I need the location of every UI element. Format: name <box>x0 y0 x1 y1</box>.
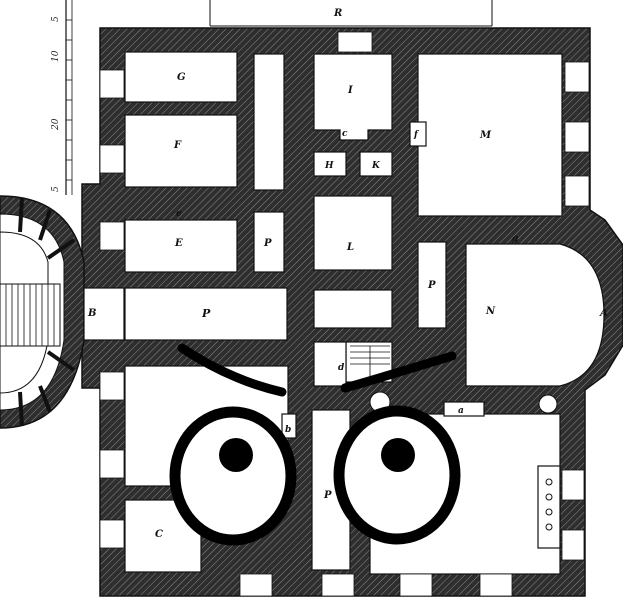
stove-panel <box>537 465 561 549</box>
room-h <box>313 151 347 177</box>
room-g <box>124 51 238 103</box>
room-p-north <box>253 211 285 273</box>
label-n: N <box>485 306 496 317</box>
label-e-small: e <box>176 209 182 219</box>
room-b <box>281 413 297 439</box>
label-a-small: a <box>458 406 464 416</box>
room-e <box>124 219 238 273</box>
room-labels: R G I M F c f H K e g E P L P N A B P d … <box>87 8 608 540</box>
label-p-main: P <box>201 307 211 320</box>
scale-label-3: 20 <box>51 118 61 131</box>
staircase <box>350 345 390 380</box>
windows <box>99 31 590 597</box>
room-f <box>124 114 238 188</box>
label-p-east: P <box>427 280 436 291</box>
label-c-upper: c <box>342 129 348 139</box>
label-m: M <box>479 130 492 141</box>
label-b-upper: B <box>87 308 96 319</box>
room-p-east <box>417 241 447 329</box>
corridor-north <box>253 53 285 191</box>
room-n <box>465 243 605 387</box>
label-a-upper: A <box>599 308 608 319</box>
room-d <box>313 341 347 387</box>
right-eye <box>333 405 461 545</box>
room-a <box>443 401 485 417</box>
label-k: K <box>371 161 381 171</box>
main-hall-p <box>124 287 288 341</box>
label-l: L <box>346 242 354 253</box>
label-g: G <box>177 72 186 83</box>
scale-bar: 5 10 20 5 <box>51 0 73 195</box>
room-m <box>417 53 563 217</box>
label-p-south: P <box>323 490 332 501</box>
label-p-north: P <box>263 238 272 249</box>
label-d: d <box>338 363 345 373</box>
room-l <box>313 195 393 271</box>
cartoon-face-overlay <box>169 343 461 546</box>
left-pupil <box>219 438 253 472</box>
scale-label-2: 10 <box>51 50 61 62</box>
label-b-small: b <box>285 425 291 435</box>
label-i: I <box>347 85 353 96</box>
top-frame-lines <box>209 0 493 27</box>
label-f-small: f <box>413 130 420 140</box>
label-g-small: g <box>512 234 518 244</box>
scale-label-1: 5 <box>51 16 61 22</box>
label-f: F <box>173 140 182 151</box>
entrance-b <box>83 287 125 341</box>
left-eyebrow <box>177 343 287 397</box>
hall-center <box>313 289 393 329</box>
room-stair <box>345 341 393 383</box>
left-eye <box>169 406 297 546</box>
label-h: H <box>324 161 334 171</box>
closet-f <box>409 121 427 147</box>
scale-label-4: 5 <box>51 186 61 192</box>
room-k <box>359 151 393 177</box>
room-i <box>313 53 393 141</box>
label-e: E <box>174 238 183 249</box>
right-eyebrow <box>340 351 457 393</box>
label-c: C <box>155 529 163 540</box>
right-pupil <box>381 438 415 472</box>
label-r: R <box>333 8 342 19</box>
